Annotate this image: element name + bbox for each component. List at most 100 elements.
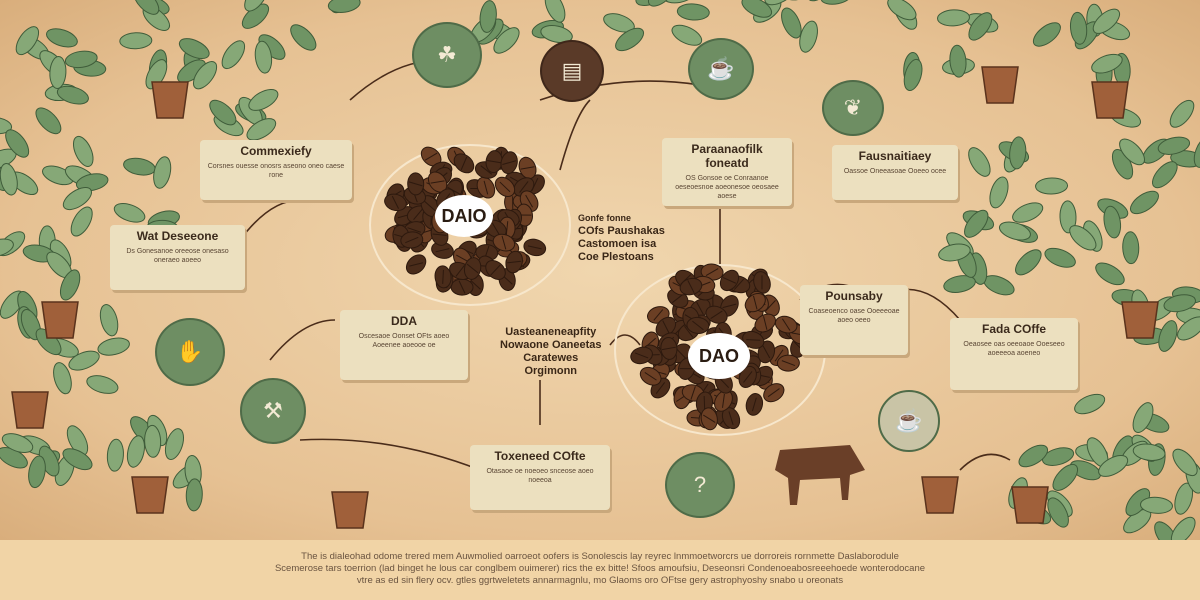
- plant-leaf: [1044, 247, 1076, 268]
- node-label-dao: DAO: [688, 333, 750, 379]
- plant-leaf: [1035, 177, 1069, 195]
- plant-leaf: [1132, 402, 1154, 433]
- hand-circle-icon: ✋: [155, 318, 225, 386]
- plant-leaf: [671, 24, 703, 46]
- plant-leaf: [1103, 205, 1122, 239]
- plant-pot: [41, 301, 79, 339]
- cow-figure: [775, 445, 865, 505]
- plant-leaf: [937, 9, 970, 27]
- coffee-bean-crease: [746, 339, 761, 341]
- plant-leaf: [1042, 447, 1075, 466]
- coffee-bean-crease: [733, 278, 744, 290]
- coffee-bean-crease: [718, 377, 730, 388]
- plant-leaf: [113, 203, 146, 223]
- coffee-bean-crease: [435, 248, 450, 253]
- plant-leaf: [741, 0, 773, 18]
- plant-leaf: [35, 107, 62, 135]
- plant-leaf: [1152, 161, 1178, 189]
- plant-leaf: [119, 32, 153, 50]
- decoration-layer: [0, 0, 1200, 540]
- plant-leaf: [1122, 231, 1140, 265]
- plant-leaf: [246, 118, 277, 141]
- connector-line: [299, 438, 481, 471]
- plant-leaf: [178, 38, 210, 60]
- plant-pot: [1011, 486, 1049, 524]
- plant-leaf: [1140, 496, 1173, 514]
- plant-leaf: [192, 61, 218, 90]
- coffee-bean-crease: [460, 156, 468, 170]
- plant-leaf: [290, 24, 317, 51]
- plant-leaf: [68, 350, 100, 371]
- coffee-bean-crease: [407, 227, 421, 233]
- plant-leaf: [544, 0, 566, 23]
- plant-leaf: [949, 44, 967, 78]
- coffee-bean-crease: [644, 371, 657, 381]
- plant-leaf: [540, 25, 573, 44]
- plant-pot: [11, 391, 49, 429]
- coffee-bean-crease: [774, 349, 784, 362]
- plant-leaf: [106, 438, 124, 472]
- coffee-bean-crease: [655, 382, 666, 394]
- plant-leaf: [254, 40, 273, 74]
- plant-leaf: [1032, 22, 1061, 47]
- plant-leaf: [1015, 249, 1042, 276]
- plant-leaf: [998, 221, 1031, 241]
- plant-leaf: [615, 27, 645, 52]
- coffee-bean-crease: [424, 200, 436, 212]
- coffee-bean-crease: [705, 268, 719, 276]
- coffee-bean-crease: [767, 388, 780, 398]
- plant-leaf: [781, 7, 802, 39]
- coffee-bean-crease: [432, 233, 447, 236]
- plant-leaf: [662, 0, 696, 4]
- plant-leaf: [1074, 393, 1106, 415]
- plant-leaf: [820, 0, 853, 5]
- coffee-bean-crease: [456, 254, 469, 263]
- node-label-daio: DAIO: [435, 195, 493, 237]
- plant-leaf: [0, 238, 14, 258]
- plant-leaf: [185, 478, 203, 512]
- coffee-bean-crease: [763, 316, 768, 330]
- coffee-bean-crease: [690, 386, 696, 400]
- leaf-circle-icon: ☘: [412, 22, 482, 88]
- plant-leaf: [603, 13, 635, 33]
- plant-leaf: [1092, 8, 1121, 34]
- plant-leaf: [56, 85, 89, 105]
- coffee-bean-crease: [391, 195, 399, 209]
- plant-leaf: [97, 337, 130, 356]
- connector-line: [239, 199, 301, 241]
- coffee-bean-crease: [483, 180, 489, 195]
- coffee-bean-crease: [424, 152, 438, 161]
- plant-pot: [151, 81, 189, 119]
- plant-leaf: [59, 269, 81, 301]
- coffee-bean-crease: [703, 414, 716, 423]
- document-circle-icon: ▤: [540, 40, 604, 102]
- plant-leaf: [133, 0, 160, 15]
- coffee-bean-crease: [710, 310, 723, 319]
- plant-leaf: [1129, 190, 1159, 215]
- plant-leaf: [15, 26, 40, 56]
- coffee-bean-crease: [458, 280, 466, 294]
- plant-pot: [1091, 81, 1129, 119]
- plant-leaf: [968, 12, 993, 41]
- plant-leaf: [164, 428, 185, 461]
- coffee-bean-crease: [499, 181, 511, 193]
- coffee-bean-crease: [409, 262, 424, 267]
- coffee-bean-crease: [722, 393, 725, 408]
- plant-leaf: [1069, 225, 1097, 251]
- plant-leaf: [75, 173, 109, 192]
- plant-leaf: [5, 129, 30, 158]
- connector-line: [609, 334, 641, 346]
- plant-leaf: [1158, 320, 1178, 352]
- plant-leaf: [1154, 521, 1178, 540]
- plant-leaf: [968, 147, 991, 177]
- plant-leaf: [1052, 463, 1079, 491]
- coffee-bean-crease: [527, 245, 542, 250]
